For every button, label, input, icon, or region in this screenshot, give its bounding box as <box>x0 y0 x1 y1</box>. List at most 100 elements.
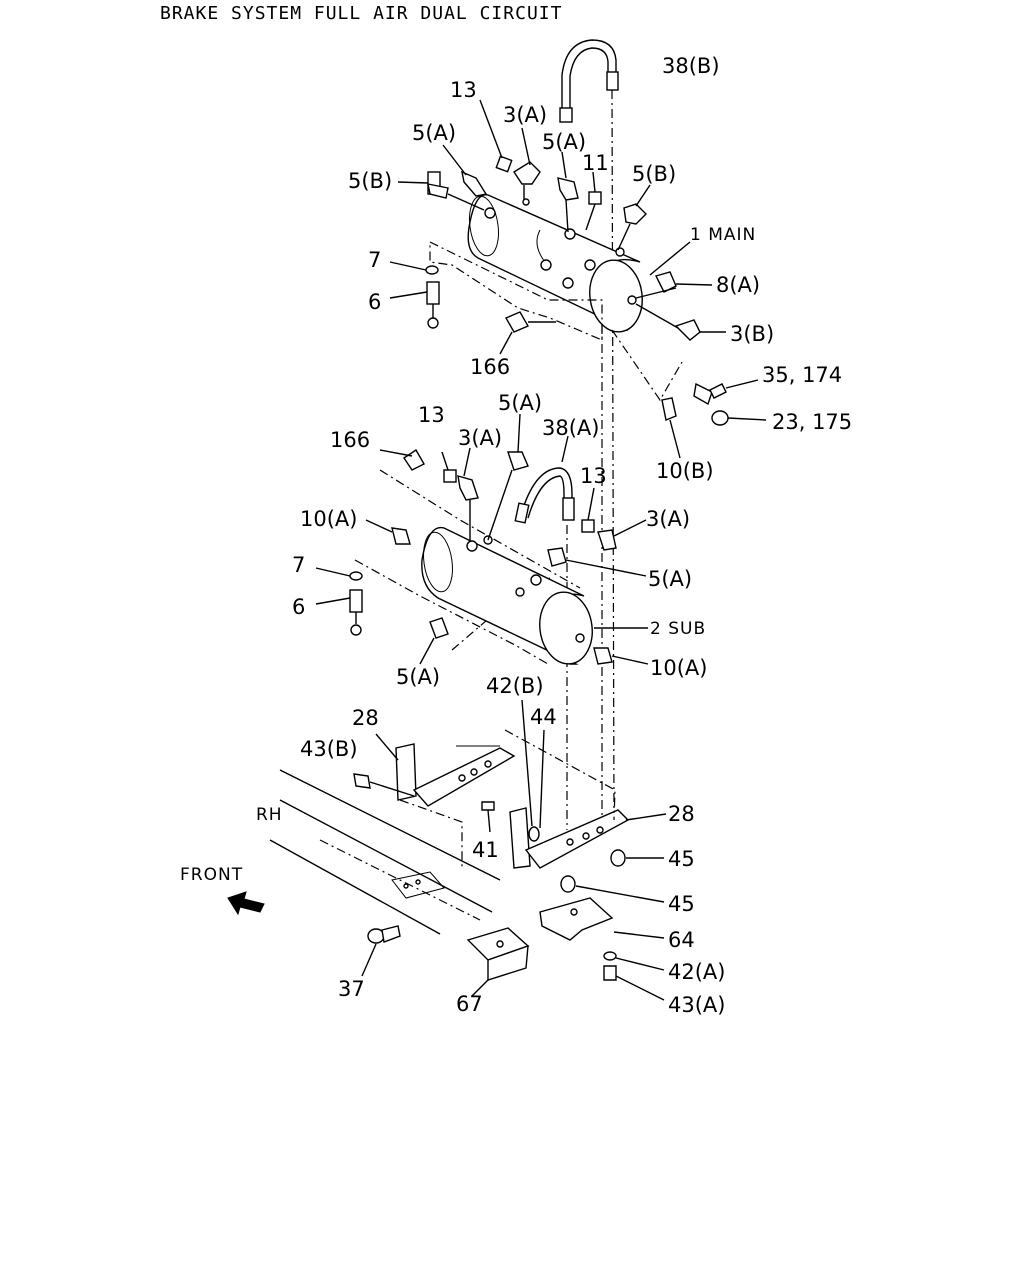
bolt-43a <box>603 965 665 1001</box>
fitting-13-top <box>479 99 513 173</box>
leader-44 <box>539 729 545 829</box>
nut-45-lower <box>560 875 665 903</box>
label-3a: 3(A) <box>646 507 690 531</box>
leader-main-vertical <box>611 89 615 821</box>
label-5b: 5(B) <box>632 162 676 186</box>
label-3a: 3(A) <box>503 103 547 127</box>
fitting-10a-right <box>593 647 649 665</box>
label-28: 28 <box>668 802 695 826</box>
bracket-67 <box>466 927 530 997</box>
frame-rails <box>269 769 501 935</box>
label-28: 28 <box>352 706 379 730</box>
fitting-166-top <box>499 311 556 355</box>
fitting-10a-left <box>365 519 411 545</box>
label-7: 7 <box>292 553 305 577</box>
plate-64 <box>539 897 665 941</box>
label-38a: 38(A) <box>542 416 599 440</box>
fitting-8a <box>635 271 713 299</box>
main-air-tank <box>467 194 643 333</box>
bracket-28-left <box>375 733 516 807</box>
leader-1-main <box>649 241 691 276</box>
label-42b: 42(B) <box>486 674 544 698</box>
label-2-sub: 2 SUB <box>650 619 706 639</box>
fitting-3a-right <box>597 519 647 551</box>
label-13: 13 <box>418 403 445 427</box>
callout-labels: 38(B) 13 3(A) 5(A) 5(A) 11 5(B) 5(B) 1 M… <box>180 54 852 1017</box>
fitting-166-mid <box>379 449 425 471</box>
label-3a: 3(A) <box>458 426 502 450</box>
label-5b: 5(B) <box>348 169 392 193</box>
bolt-41 <box>481 801 495 833</box>
label-rh: RH <box>256 805 283 825</box>
fitting-13-mid <box>441 451 457 483</box>
front-arrow-icon <box>227 891 265 916</box>
fitting-5a-bottom <box>419 617 449 665</box>
label-5a: 5(A) <box>542 130 586 154</box>
fitting-7-mid <box>315 567 363 581</box>
fitting-5a-mid <box>487 413 529 541</box>
label-13: 13 <box>580 464 607 488</box>
bolt-37 <box>361 925 401 977</box>
label-5a: 5(A) <box>648 567 692 591</box>
label-10a: 10(A) <box>650 656 707 680</box>
fitting-5b-left <box>397 171 485 211</box>
bolt-43b <box>353 773 415 797</box>
label-166: 166 <box>470 355 510 379</box>
bracket-28-right <box>509 807 667 869</box>
washer-42b <box>521 699 540 842</box>
drain-valve-6-mid <box>315 589 363 636</box>
dash-bracket-frame <box>504 729 616 821</box>
diagram-title: BRAKE SYSTEM FULL AIR DUAL CIRCUIT <box>160 3 563 24</box>
fitting-5a-right <box>547 547 647 577</box>
label-1-main: 1 MAIN <box>690 225 756 245</box>
fitting-3a-mid <box>457 447 479 540</box>
hose-38b <box>559 39 619 123</box>
label-11: 11 <box>582 151 609 175</box>
label-43b: 43(B) <box>300 737 358 761</box>
drain-valve-6-top <box>389 281 440 329</box>
hose-38a <box>514 435 575 524</box>
label-43a: 43(A) <box>668 993 725 1017</box>
washer-42a <box>603 951 665 971</box>
label-3b: 3(B) <box>730 322 774 346</box>
fitting-13-right <box>581 487 595 533</box>
label-5a: 5(A) <box>498 391 542 415</box>
dash-frame-sub <box>354 559 549 665</box>
label-41: 41 <box>472 838 499 862</box>
fitting-5a-top-right <box>557 151 579 233</box>
label-5a: 5(A) <box>412 121 456 145</box>
label-10b: 10(B) <box>656 459 714 483</box>
label-67: 67 <box>456 992 483 1016</box>
label-42a: 42(A) <box>668 960 725 984</box>
label-64: 64 <box>668 928 695 952</box>
fitting-5a-top-left <box>442 144 488 197</box>
label-37: 37 <box>338 977 365 1001</box>
dash-bracket-frame-2 <box>399 799 463 870</box>
label-front: FRONT <box>180 865 243 885</box>
fitting-3b <box>635 303 726 341</box>
label-10a: 10(A) <box>300 507 357 531</box>
label-166: 166 <box>330 428 370 452</box>
label-6: 6 <box>292 595 305 619</box>
label-6: 6 <box>368 290 381 314</box>
label-7: 7 <box>368 248 381 272</box>
label-35-174: 35, 174 <box>762 363 842 387</box>
dash-link-10b <box>611 329 683 402</box>
fitting-7-top <box>389 261 439 275</box>
fitting-10b <box>661 397 681 459</box>
label-23-175: 23, 175 <box>772 410 852 434</box>
nut-23-175 <box>711 410 767 426</box>
label-45: 45 <box>668 892 695 916</box>
fitting-3a-top <box>513 127 541 200</box>
nut-45-upper <box>610 849 664 867</box>
label-13: 13 <box>450 78 477 102</box>
fitting-11 <box>585 171 602 231</box>
label-44: 44 <box>530 705 557 729</box>
label-45: 45 <box>668 847 695 871</box>
sub-air-tank <box>421 526 593 665</box>
fitting-5b-right <box>617 184 651 251</box>
label-5a: 5(A) <box>396 665 440 689</box>
fitting-35-174 <box>693 379 759 406</box>
label-38b: 38(B) <box>662 54 720 78</box>
